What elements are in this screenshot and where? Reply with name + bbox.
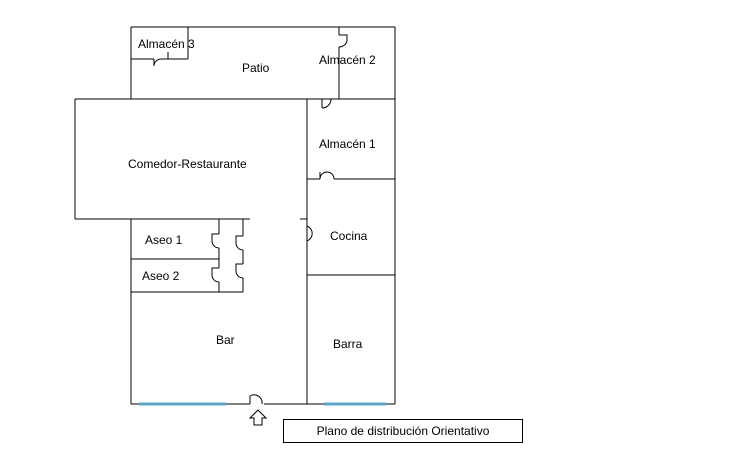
door-main-entrance: [249, 394, 263, 405]
label-almacen3: Almacén 3: [138, 37, 195, 51]
label-aseo1: Aseo 1: [145, 233, 183, 247]
label-barra: Barra: [333, 337, 363, 351]
doors: [153, 34, 348, 405]
label-bar: Bar: [216, 333, 235, 347]
door-aseo1: [211, 233, 220, 249]
door-aseo1-inner: [235, 235, 244, 251]
label-cocina: Cocina: [330, 229, 368, 243]
door-aseo2: [211, 267, 220, 283]
door-aseo2-inner: [235, 263, 244, 279]
door-cocina: [300, 218, 313, 242]
label-almacen2: Almacén 2: [319, 53, 376, 67]
label-comedor: Comedor-Restaurante: [128, 157, 247, 171]
door-almacen1: [319, 171, 335, 180]
plan-caption-text: Plano de distribución Orientativo: [316, 424, 490, 438]
label-almacen1: Almacén 1: [319, 137, 376, 151]
label-patio: Patio: [242, 61, 270, 75]
plan-caption: Plano de distribución Orientativo: [283, 419, 523, 443]
label-aseo2: Aseo 2: [142, 269, 180, 283]
door-patio: [321, 98, 332, 109]
entrance-arrow-icon: [248, 409, 268, 426]
walls: [74, 26, 396, 405]
door-almacen3: [153, 58, 162, 67]
door-almacen2: [338, 34, 348, 48]
